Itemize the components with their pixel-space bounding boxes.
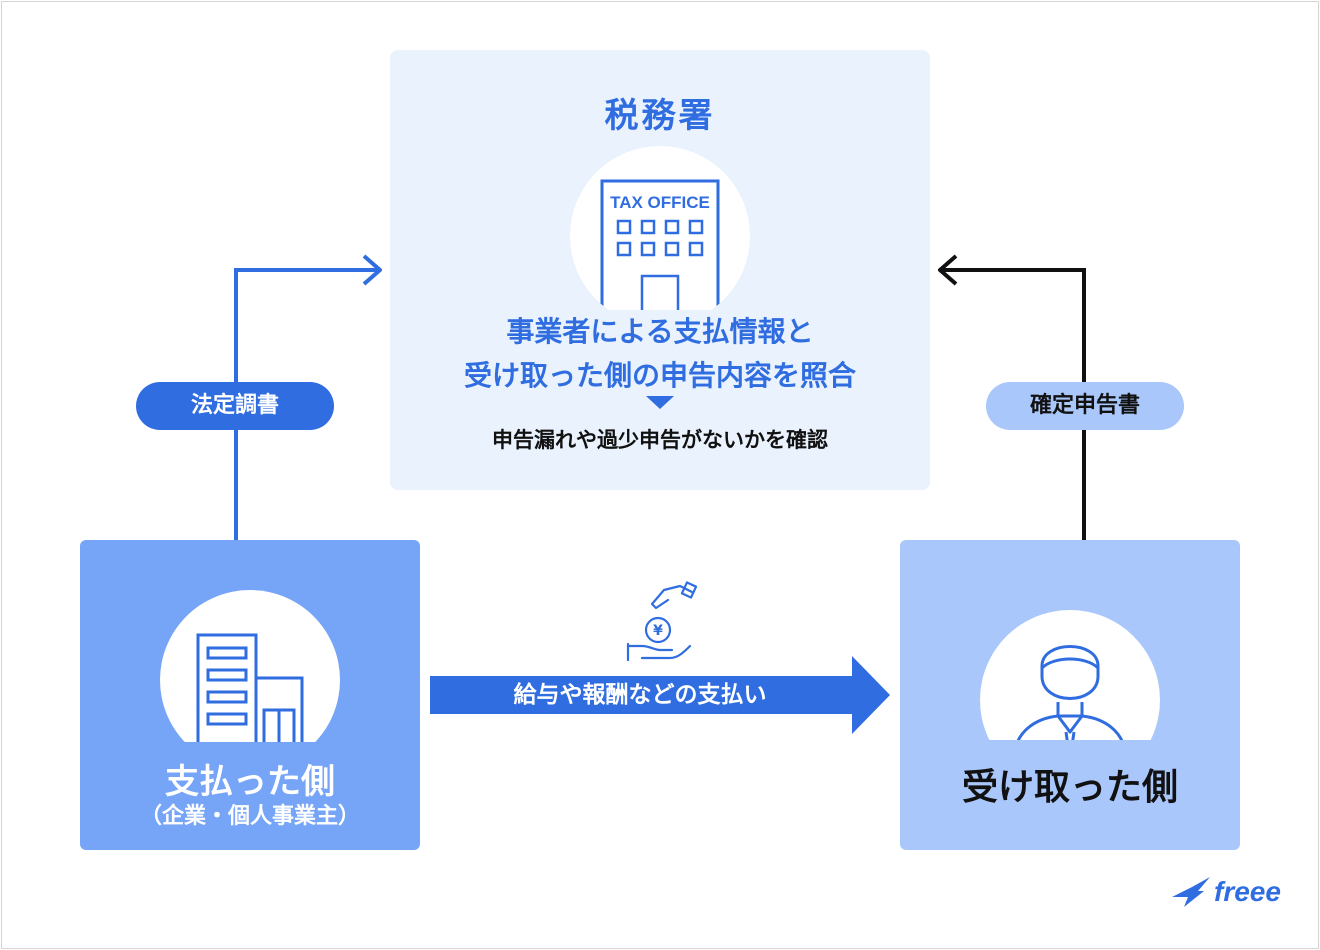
receiver-title: 受け取った側: [900, 740, 1240, 810]
tax-office-icon-circle: TAX OFFICE: [570, 146, 750, 326]
building-icon: TAX OFFICE: [600, 179, 720, 326]
tax-office-sign: TAX OFFICE: [610, 193, 710, 212]
tax-return-badge: 確定申告書: [986, 382, 1184, 430]
swallow-logo-icon: [1172, 877, 1210, 907]
legal-document-flow-line: [234, 268, 378, 540]
freee-logo: freee: [1170, 872, 1281, 912]
legal-document-badge: 法定調書: [136, 382, 334, 430]
coin-symbol: ¥: [653, 623, 663, 639]
tax-return-arrowhead: [938, 254, 958, 286]
tax-office-description-line1: 事業者による支払情報と: [506, 315, 814, 348]
payment-label: 給与や報酬などの支払い: [513, 682, 767, 708]
legal-document-arrowhead: [362, 254, 382, 286]
tax-office-description: 事業者による支払情報と 受け取った側の申告内容を照合: [390, 310, 930, 398]
payer-subtitle: （企業・個人事業主）: [139, 804, 360, 829]
hand-coin-icon: ¥: [626, 581, 698, 662]
tax-return-flow-line: [942, 268, 1086, 540]
logo-text: freee: [1214, 876, 1281, 907]
down-triangle-icon: [646, 396, 674, 409]
payer-icon-circle: [160, 590, 340, 770]
payer-title: 支払った側: [80, 742, 420, 803]
tax-office-description-line2: 受け取った側の申告内容を照合: [463, 359, 856, 392]
payment-arrow: [430, 656, 890, 734]
tax-office-title: 税務署: [604, 96, 716, 136]
tax-office-check-text: 申告漏れや過少申告がないかを確認: [492, 428, 828, 452]
